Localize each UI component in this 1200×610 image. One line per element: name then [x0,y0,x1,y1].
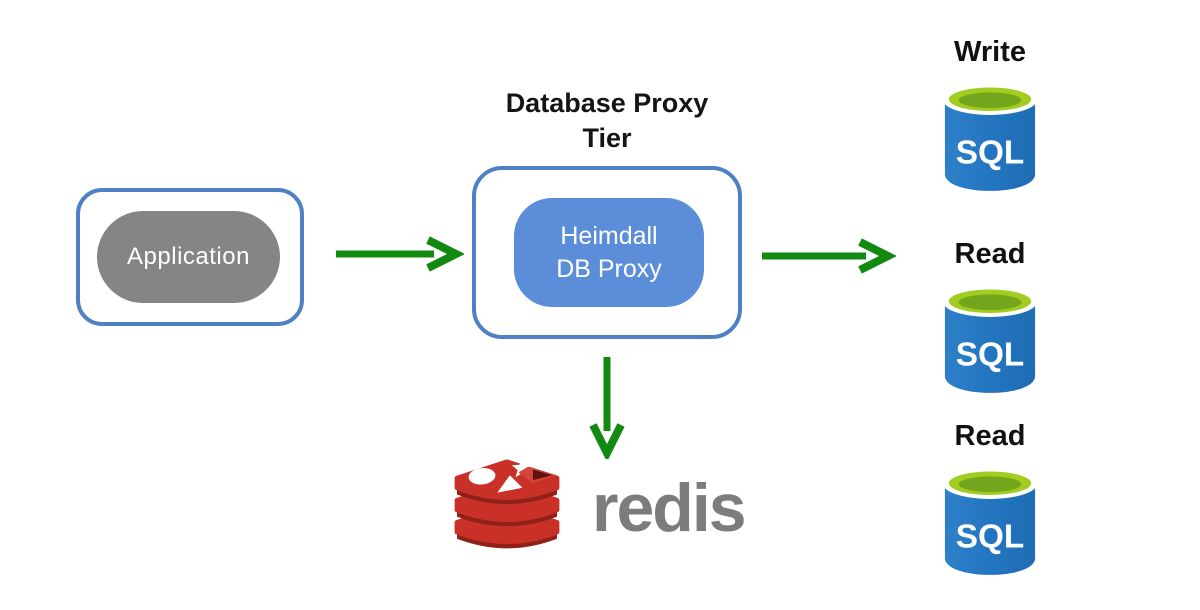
sql-node-read-1: Read SQL [925,236,1055,396]
db-role-label: Read [954,238,1026,270]
heimdall-db-proxy-label: Heimdall DB Proxy [556,221,662,283]
redis-logo-icon [454,458,560,549]
heimdall-db-proxy-node: Heimdall DB Proxy [514,198,704,307]
proxy-tier-title: Database Proxy Tier [505,88,709,153]
redis-node: redis [448,458,747,558]
svg-text:SQL: SQL [956,134,1024,171]
svg-text:SQL: SQL [956,336,1024,373]
db-role-label: Read [954,420,1026,452]
arrow-application-to-proxy-icon [336,236,464,272]
azure-sql-database-icon: SQL [942,84,1038,191]
arrow-proxy-to-sql-icon [762,238,896,274]
application-label: Application [127,243,250,270]
sql-node-write: Write SQL [925,34,1055,194]
arrow-proxy-to-redis-icon [589,357,625,459]
application-node: Application [97,211,280,303]
svg-text:SQL: SQL [956,518,1024,555]
azure-sql-database-icon: SQL [942,286,1038,393]
azure-sql-database-icon: SQL [942,468,1038,575]
db-role-label: Write [954,36,1026,68]
redis-wordmark: redis [592,470,747,546]
sql-node-read-2: Read SQL [925,418,1055,578]
